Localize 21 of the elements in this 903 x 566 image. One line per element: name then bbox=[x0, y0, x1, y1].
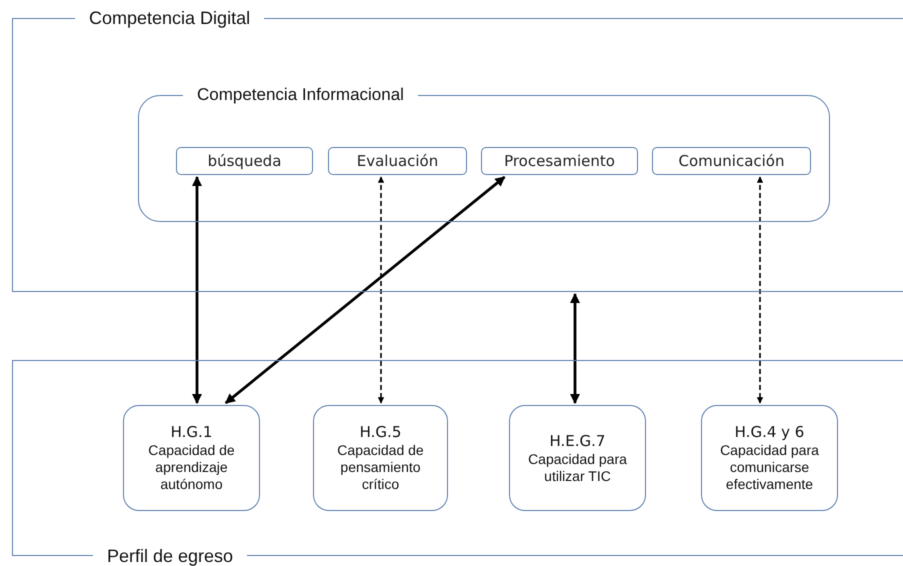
code-label: H.G.1 bbox=[170, 423, 212, 442]
arrow bbox=[570, 293, 580, 404]
process-box bbox=[509, 405, 646, 511]
process-box bbox=[701, 405, 838, 511]
code-label: H.G.4 y 6 bbox=[734, 423, 804, 442]
process-box: Evaluación bbox=[328, 147, 467, 175]
arrow bbox=[192, 176, 202, 404]
process-box bbox=[313, 405, 448, 511]
dashed-arrow bbox=[756, 176, 764, 404]
arrow bbox=[224, 176, 506, 404]
description-text: Capacidad para utilizar TIC bbox=[527, 450, 628, 484]
process-box: búsqueda bbox=[176, 147, 313, 175]
code-label: H.E.G.7 bbox=[550, 432, 606, 450]
process-box: Comunicación bbox=[652, 147, 811, 175]
process-box: Procesamiento bbox=[481, 147, 638, 175]
description-text: Capacidad de pensamiento crítico bbox=[336, 442, 425, 493]
code-label: H.G.5 bbox=[360, 423, 402, 442]
description-text: Capacidad para comunicarse efectivamente bbox=[719, 442, 820, 493]
process-box bbox=[123, 405, 260, 511]
dashed-arrow bbox=[378, 176, 384, 404]
description-text: Capacidad de aprendizaje autónomo bbox=[147, 442, 236, 493]
